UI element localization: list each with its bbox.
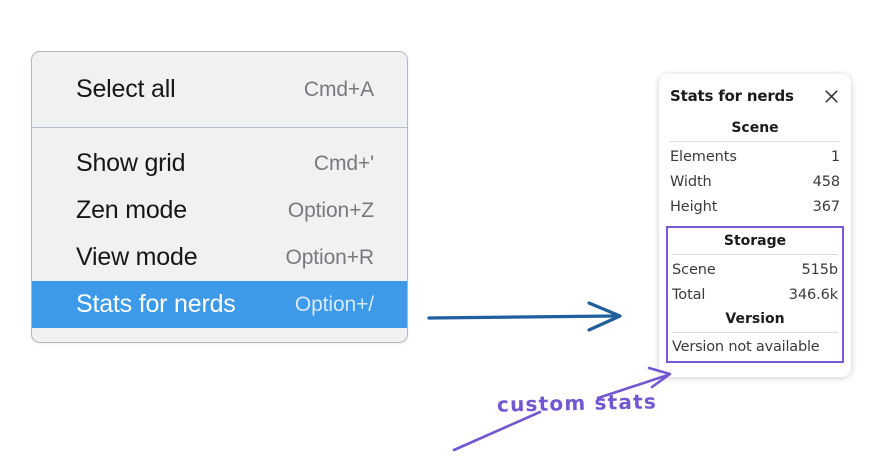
stats-row-value: 367 [812, 199, 840, 216]
stats-row-value: 458 [812, 174, 840, 191]
section-rule [672, 332, 838, 334]
close-icon[interactable] [823, 88, 840, 105]
menu-item-label: Select all [76, 75, 176, 103]
stats-section-storage: Storage Scene 515b Total 346.6k [672, 230, 838, 308]
custom-stats-highlight-box: Storage Scene 515b Total 346.6k Version … [666, 226, 844, 364]
section-heading-scene: Scene [731, 120, 779, 136]
menu-item-shortcut: Cmd+A [303, 77, 374, 101]
menu-item-shortcut: Cmd+' [313, 151, 374, 175]
custom-stats-underline-stroke [452, 410, 542, 452]
menu-to-panel-arrow [427, 301, 622, 332]
menu-item-label: Zen mode [76, 196, 187, 224]
menu-item-stats-for-nerds[interactable]: Stats for nerds Option+/ [32, 281, 407, 328]
stats-row-value: 515b [801, 262, 839, 279]
stats-row-storage-scene: Scene 515b [672, 258, 838, 283]
stats-row-height: Height 367 [670, 195, 840, 220]
menu-item-label: View mode [76, 243, 198, 271]
stats-row-key: Scene [672, 262, 716, 279]
menu-divider [32, 127, 407, 128]
menu-item-shortcut: Option+/ [294, 292, 374, 316]
section-heading-version: Version [725, 311, 785, 328]
stats-section-scene: Scene Elements 1 Width 458 Height 367 [670, 119, 840, 220]
stats-section-version: Version Version not available [672, 308, 838, 356]
menu-item-shortcut: Option+Z [287, 198, 374, 222]
section-rule [672, 254, 838, 256]
menu-group-2: Show grid Cmd+' Zen mode Option+Z View m… [32, 128, 407, 342]
section-rule [670, 141, 840, 142]
menu-item-select-all[interactable]: Select all Cmd+A [32, 66, 407, 113]
menu-item-label: Stats for nerds [76, 290, 236, 318]
menu-item-zen-mode[interactable]: Zen mode Option+Z [32, 187, 407, 234]
stats-row-key: Elements [670, 149, 737, 165]
stats-for-nerds-panel: Stats for nerds Scene Elements 1 Width 4… [659, 74, 851, 378]
stats-row-value: 1 [830, 149, 840, 165]
stats-row-key: Width [670, 174, 712, 191]
stats-row-key: Height [670, 199, 718, 216]
version-status-text: Version not available [672, 339, 820, 356]
stats-row-storage-total: Total 346.6k [672, 283, 838, 308]
section-heading-storage: Storage [723, 233, 787, 250]
custom-stats-callout-label: custom stats [496, 389, 658, 417]
stats-row-key: Total [672, 287, 706, 304]
stats-row-width: Width 458 [670, 170, 840, 195]
menu-item-view-mode[interactable]: View mode Option+R [32, 234, 407, 281]
stats-row-elements: Elements 1 [670, 145, 840, 170]
menu-item-label: Show grid [76, 149, 186, 177]
stats-panel-title: Stats for nerds [670, 87, 794, 105]
canvas-context-menu[interactable]: Select all Cmd+A Show grid Cmd+' Zen mod… [31, 51, 408, 343]
stats-panel-header: Stats for nerds [670, 87, 840, 105]
menu-group-1: Select all Cmd+A [32, 52, 407, 127]
menu-item-shortcut: Option+R [285, 245, 374, 269]
menu-item-show-grid[interactable]: Show grid Cmd+' [32, 140, 407, 187]
stats-row-value: 346.6k [788, 287, 838, 304]
